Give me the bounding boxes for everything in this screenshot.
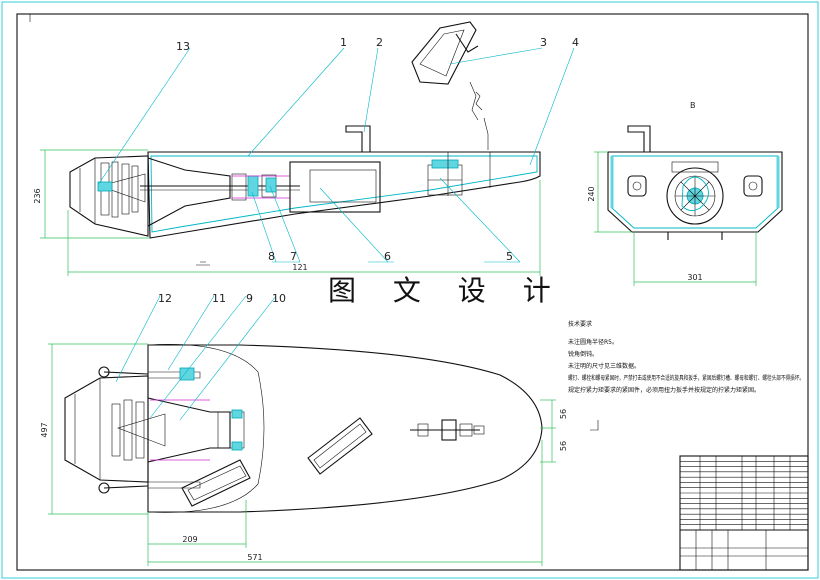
top-hull-nose — [147, 344, 265, 513]
top-impeller — [111, 397, 245, 463]
dim-nose-b: 56 — [559, 441, 568, 451]
part-label-7: 7 — [290, 250, 297, 263]
technical-notes: 技术要求 未注圆角半径R5。 锐角倒钝。 未注明的尺寸见三维数据。 螺钉、螺栓和… — [568, 320, 804, 394]
tech-note-line: 未注明的尺寸见三维数据。 — [568, 362, 640, 370]
part-label-11: 11 — [212, 292, 226, 305]
watermark-text: 图 文 设 计 — [328, 274, 565, 307]
title-block-rows — [680, 460, 808, 531]
tech-notes-heading: 技术要求 — [568, 320, 592, 328]
top-view: 497 209 571 56 56 — [40, 343, 599, 566]
side-impeller — [97, 161, 146, 218]
tech-note-line: 未注圆角半径R5。 — [568, 338, 618, 346]
side-nozzle-mouth — [69, 158, 96, 224]
part-label-1: 1 — [340, 36, 347, 49]
top-mast-mount — [410, 419, 485, 441]
side-diffuser — [147, 157, 231, 227]
part-label-8: 8 — [268, 250, 275, 263]
end-impeller — [666, 167, 724, 225]
part-labels: 13 1 2 3 4 5 6 7 8 12 11 9 10 — [158, 36, 579, 305]
side-view: 236 121 — [33, 21, 541, 276]
side-mast — [411, 21, 489, 150]
part-label-5: 5 — [506, 250, 513, 263]
side-snorkel — [345, 125, 371, 153]
part-label-10: 10 — [272, 292, 286, 305]
tech-note-line: 螺钉、螺栓和螺母紧固时，严禁打击或使用不合适的旋具和扳手，紧固后螺钉槽、螺母和螺… — [568, 374, 804, 382]
part-label-3: 3 — [540, 36, 547, 49]
dim-top-len-b: 571 — [247, 553, 262, 562]
dim-nose-a: 56 — [559, 409, 568, 419]
part-label-9: 9 — [246, 292, 253, 305]
side-motor — [289, 161, 381, 213]
tech-note-line: 锐角倒钝。 — [568, 350, 598, 358]
top-side-arms — [98, 366, 201, 494]
top-battery-packs — [181, 417, 373, 507]
dim-top-height: 497 — [40, 422, 49, 437]
part-label-2: 2 — [376, 36, 383, 49]
part-label-4: 4 — [572, 36, 579, 49]
part-label-6: 6 — [384, 250, 391, 263]
drawing-frame — [16, 13, 809, 571]
title-block — [679, 455, 809, 571]
tech-note-line: 规定拧紧力矩要求的紧固件，必须用扭力扳手并按规定的拧紧力矩紧固。 — [568, 386, 760, 394]
end-view: B 240 301 — [587, 101, 783, 286]
leaders — [97, 47, 575, 421]
view-mark-b: B — [690, 101, 696, 110]
part-label-13: 13 — [176, 40, 190, 53]
dim-side-height: 236 — [33, 188, 42, 203]
side-coupling — [231, 173, 247, 201]
part-label-12: 12 — [158, 292, 172, 305]
dim-top-len-a: 209 — [182, 535, 197, 544]
end-hull — [607, 151, 783, 233]
dim-end-width: 301 — [687, 273, 702, 282]
top-nozzle — [64, 375, 149, 483]
dim-side-length: 121 — [292, 263, 307, 272]
side-hull — [147, 151, 541, 239]
side-hull-inner — [150, 155, 538, 233]
dim-end-height: 240 — [587, 186, 596, 201]
top-hull — [147, 344, 543, 513]
